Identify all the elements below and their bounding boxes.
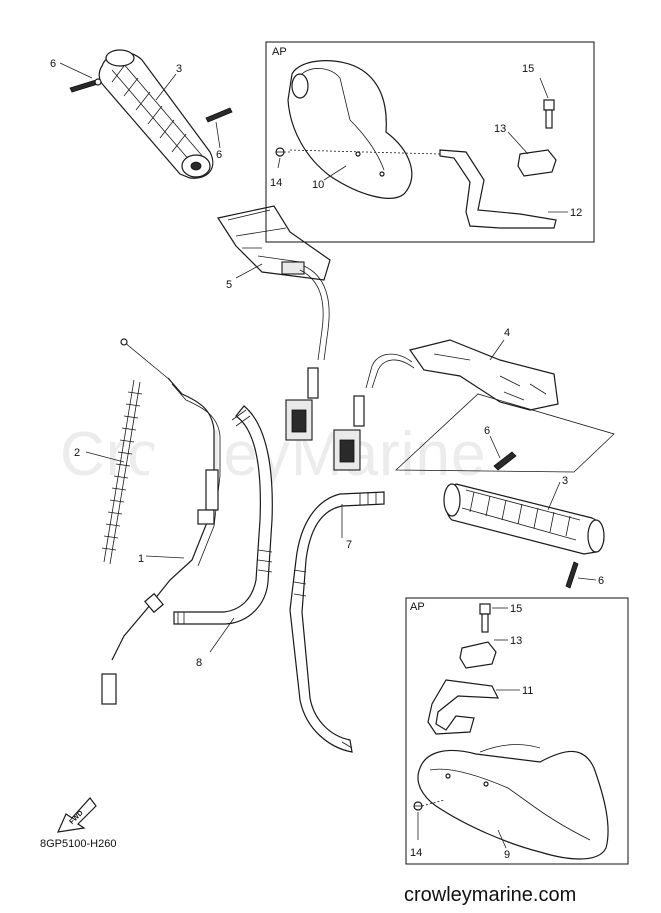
inset-top-label: AP [272,46,287,58]
fwd-arrow-icon: FWD [57,797,97,833]
callout-4-tape: 4 [504,327,510,339]
callout-11-bottom: 11 [522,685,533,697]
callout-14-bottom: 14 [410,847,422,859]
inset-bottom-ap: AP [405,597,629,865]
site-url-link[interactable]: crowleymarine.com [404,884,577,906]
right-grip [443,483,605,555]
callout-6-right-lower: 6 [598,575,604,587]
right-pin-upper [493,451,517,471]
callout-9-bottom: 9 [504,849,510,861]
callout-14-top: 14 [270,177,282,189]
watermark: CrowleyMarine [60,420,486,489]
callout-15-top: 15 [522,63,534,75]
hose-left [173,405,273,625]
callout-7-hose: 7 [346,539,352,551]
drawing-code: 8GP5100-H260 [40,838,117,850]
callout-3-left-grip: 3 [176,63,182,75]
callout-6-left-outer: 6 [50,58,56,70]
inset-bottom-label: AP [410,601,425,613]
right-switch-tape [333,339,615,473]
return-spring [101,379,143,565]
callout-10-top: 10 [312,179,324,191]
left-switch-tape [217,205,331,441]
callout-2-spring: 2 [74,447,80,459]
left-grip [98,49,214,179]
right-pin-lower [565,561,579,589]
callout-6-left-inner: 6 [216,149,222,161]
callout-6-right-upper: 6 [484,425,490,437]
left-pin-outer [69,78,102,93]
hose-right [289,491,385,753]
left-pin-inner [205,107,233,123]
callout-8-hose: 8 [196,657,202,669]
callout-1-cable: 1 [138,553,144,565]
callout-5-tape: 5 [226,279,232,291]
callout-13-top: 13 [494,123,506,135]
callout-12-top: 12 [570,207,582,219]
callout-3-right-grip: 3 [562,475,568,487]
callout-13-bottom: 13 [510,635,522,647]
inset-top-ap: AP [265,41,595,243]
throttle-cable [101,338,221,705]
callout-15-bottom: 15 [510,603,522,615]
